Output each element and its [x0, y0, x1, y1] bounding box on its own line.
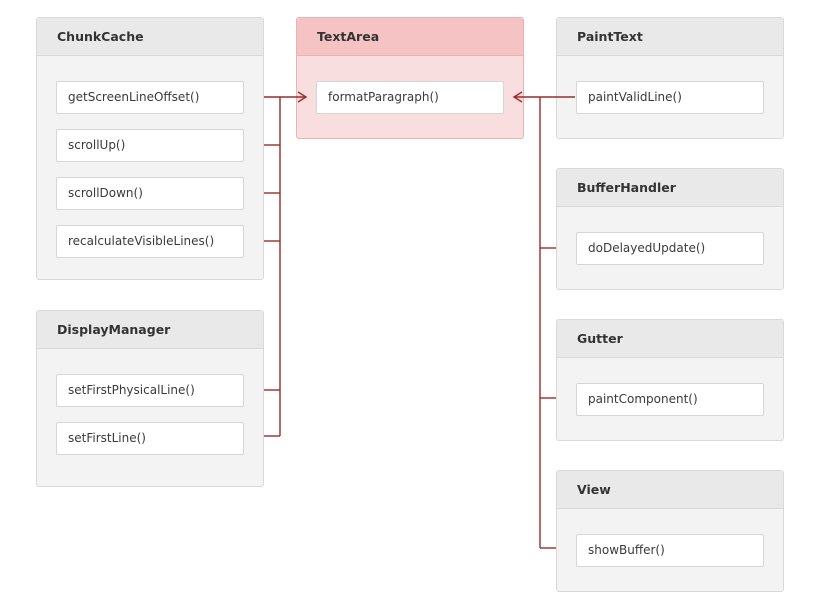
method-getscreenlineoffset[interactable]: getScreenLineOffset()	[56, 81, 244, 114]
bufferhandler-box: BufferHandler doDelayedUpdate()	[556, 168, 784, 290]
method-dodelayedupdate[interactable]: doDelayedUpdate()	[576, 232, 764, 265]
gutter-title: Gutter	[557, 320, 783, 358]
gutter-box: Gutter paintComponent()	[556, 319, 784, 441]
method-setfirstline[interactable]: setFirstLine()	[56, 422, 244, 455]
textarea-box: TextArea formatParagraph()	[296, 17, 524, 139]
method-paintvalidline[interactable]: paintValidLine()	[576, 81, 764, 114]
method-formatparagraph[interactable]: formatParagraph()	[316, 81, 504, 114]
method-paintcomponent[interactable]: paintComponent()	[576, 383, 764, 416]
displaymanager-box: DisplayManager setFirstPhysicalLine() se…	[36, 310, 264, 487]
displaymanager-title: DisplayManager	[37, 311, 263, 349]
view-title: View	[557, 471, 783, 509]
painttext-box: PaintText paintValidLine()	[556, 17, 784, 139]
method-scrollup[interactable]: scrollUp()	[56, 129, 244, 162]
method-showbuffer[interactable]: showBuffer()	[576, 534, 764, 567]
view-box: View showBuffer()	[556, 470, 784, 592]
method-scrolldown[interactable]: scrollDown()	[56, 177, 244, 210]
textarea-title: TextArea	[297, 18, 523, 56]
painttext-title: PaintText	[557, 18, 783, 56]
method-recalculatevisiblelines[interactable]: recalculateVisibleLines()	[56, 225, 244, 258]
chunkcache-box: ChunkCache getScreenLineOffset() scrollU…	[36, 17, 264, 280]
method-setfirstphysicalline[interactable]: setFirstPhysicalLine()	[56, 374, 244, 407]
bufferhandler-title: BufferHandler	[557, 169, 783, 207]
chunkcache-title: ChunkCache	[37, 18, 263, 56]
